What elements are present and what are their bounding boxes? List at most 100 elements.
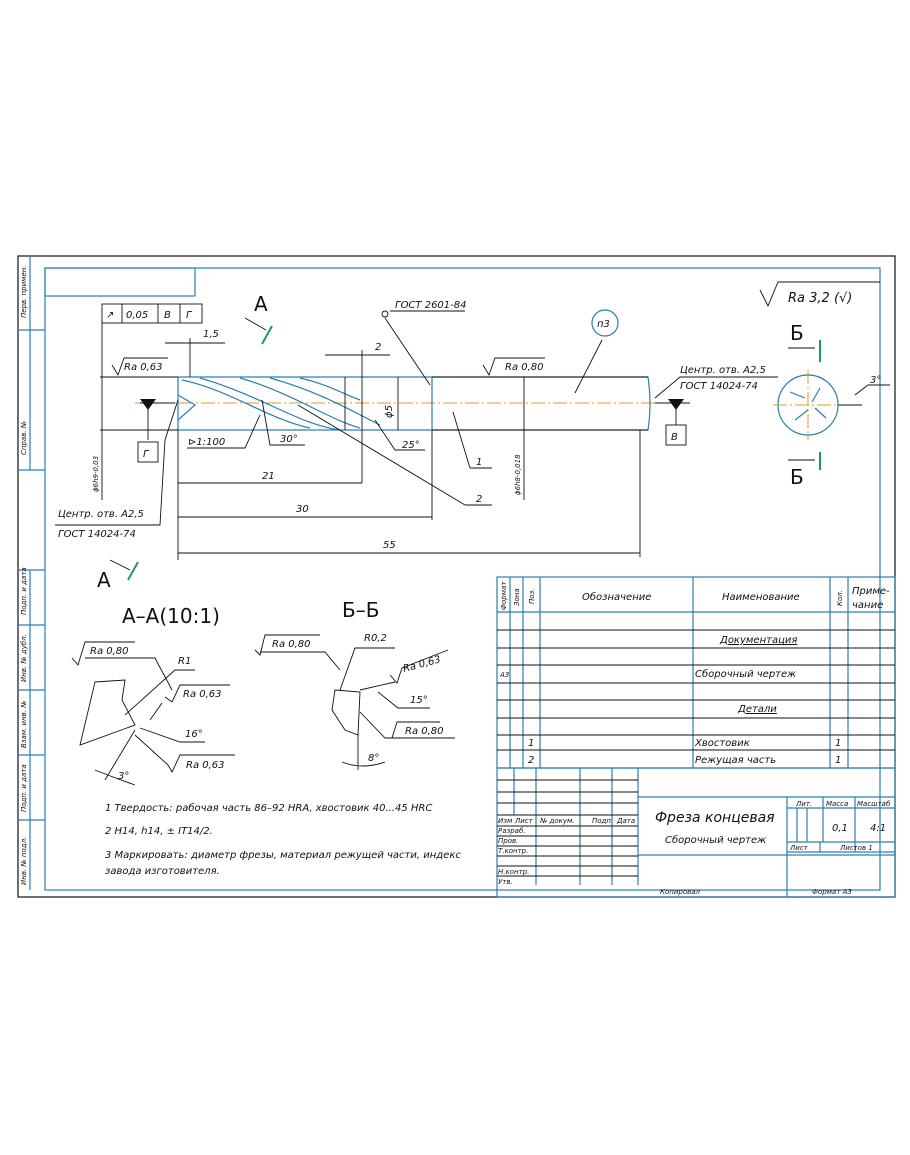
datum-ref: Г — [186, 310, 193, 321]
stamp-label: Инв. № подл. — [20, 837, 28, 885]
dim: 30 — [296, 504, 309, 515]
column-header: Обозначение — [582, 591, 651, 603]
roughness-label: Ra 0,63 — [402, 654, 442, 675]
tolerance-value: 0,05 — [126, 310, 148, 321]
section-a-label-bottom: A — [97, 568, 111, 592]
stamp-label: Взам. инв. № — [20, 700, 28, 748]
angle-label: 16° — [185, 729, 203, 740]
note-ref-bubble — [591, 309, 619, 337]
section-title: Б–Б — [342, 598, 379, 622]
stamp-label: Справ. № — [20, 421, 28, 455]
table-cell: 2 — [528, 755, 534, 766]
datum-triangle-icon — [140, 399, 156, 410]
dim: 2 — [375, 342, 381, 353]
roughness-symbol-icon — [759, 281, 880, 308]
diameter-label: ϕ6h8-0,018 — [514, 454, 522, 495]
table-cell: 1 — [835, 755, 841, 766]
table-cell: Детали — [737, 704, 777, 715]
datum-label: В — [671, 432, 678, 443]
note: 3 Маркировать: диаметр фрезы, материал р… — [105, 850, 461, 861]
roughness-label: Ra 0,63 — [183, 689, 222, 700]
column-header: Формат — [500, 581, 508, 610]
section-a-label: A — [254, 292, 268, 316]
end-view: Б Б 3° — [773, 321, 890, 489]
gost-label: ГОСТ 2601-84 — [395, 300, 467, 311]
column-header: Поз. — [528, 589, 536, 605]
angle-label: 3° — [118, 771, 129, 782]
document-type: Сборочный чертеж — [665, 834, 766, 846]
angle-label: 25° — [402, 440, 420, 451]
table-cell: Документация — [719, 635, 797, 646]
diameter-label: ϕ5 — [384, 405, 395, 418]
note: 2 H14, h14, ± IT14/2. — [105, 826, 213, 837]
stamp-label: Перв. примен. — [20, 265, 28, 318]
center-hole-label: Центр. отв. A2,5 — [58, 509, 144, 520]
datum-label: Г — [143, 449, 150, 460]
general-roughness: Ra 3,2 (√) — [788, 291, 852, 306]
section-aa: A–A(10:1) Ra 0,80 R1 Ra 0,63 16° Ra 0,63… — [71, 604, 235, 786]
row-label: Утв. — [498, 878, 513, 886]
row-label: Пров. — [498, 837, 518, 845]
position-label: 2 — [476, 494, 482, 505]
column-label: № докум. — [539, 817, 575, 825]
column-header: Зона — [513, 588, 521, 606]
center-hole-label: ГОСТ 14024-74 — [680, 381, 758, 392]
datum-ref: В — [164, 310, 171, 321]
dimension-lines — [55, 310, 778, 560]
note: 1 Твердость: рабочая часть 86–92 HRA, хв… — [105, 802, 432, 814]
roughness-label: Ra 0,63 — [186, 760, 225, 771]
taper-label: ⊳1:100 — [188, 437, 225, 448]
section-title: A–A(10:1) — [122, 604, 220, 628]
table-cell: 1 — [528, 738, 534, 749]
table-cell: Хвостовик — [694, 738, 750, 749]
specification-table: Формат Зона Поз. Обозначение Наименовани… — [496, 576, 896, 769]
side-stamp: Перв. примен. Справ. № Подп. и дата Инв.… — [20, 265, 28, 885]
table-cell: Сборочный чертеж — [695, 668, 796, 680]
radius-label: R1 — [178, 656, 191, 667]
stamp-label: Подп. и дата — [20, 567, 28, 615]
angle-label: 30° — [280, 434, 298, 445]
stamp-label: Инв. № дубл. — [20, 634, 28, 682]
sheets-label: Листов 1 — [839, 844, 873, 852]
tolerance-frame: ↗ 0,05 В Г — [101, 303, 203, 500]
row-label: Н.контр. — [498, 868, 529, 876]
table-cell: A3 — [499, 671, 509, 679]
dim: 21 — [262, 471, 275, 482]
roughness-label: Ra 0,63 — [124, 362, 163, 373]
note: завода изготовителя. — [105, 866, 220, 877]
angle-label: 3° — [870, 375, 881, 386]
roughness-label: Ra 0,80 — [505, 362, 544, 373]
sheet-label: Лист — [789, 844, 809, 852]
section-b-label: Б — [790, 321, 804, 345]
roughness-label: Ra 0,80 — [90, 646, 129, 657]
dim: 55 — [383, 540, 396, 551]
column-label: Лист — [514, 817, 534, 825]
row-label: Разраб. — [498, 827, 526, 835]
roughness-label: Ra 0,80 — [272, 639, 311, 650]
stamp-label: Подп. и дата — [20, 764, 28, 812]
column-header: Наименование — [722, 592, 800, 603]
table-cell: 1 — [835, 738, 841, 749]
cutter-main-view — [135, 376, 665, 431]
angle-label: 15° — [410, 695, 428, 706]
main-view-annotations: 1,5 2 ГОСТ 2601-84 Ra 0,63 Ra 0,80 п3 Це… — [58, 300, 766, 551]
column-label: Дата — [616, 817, 635, 825]
row-label: Т.контр. — [498, 847, 528, 855]
section-b-label: Б — [790, 465, 804, 489]
title-block: Изм Лист № докум. Подп. Дата Разраб. Про… — [496, 767, 896, 898]
column-label: Изм — [498, 817, 513, 825]
angle-label: 8° — [368, 753, 379, 764]
column-header: Приме- — [852, 586, 890, 597]
position-label: 1 — [476, 457, 482, 468]
table-cell: Режущая часть — [695, 755, 776, 766]
diameter-label: ϕ6h9-0,03 — [92, 456, 100, 492]
runout-icon: ↗ — [106, 310, 114, 321]
column-label: Подп. — [592, 817, 613, 825]
mass-label: Масса — [826, 800, 848, 808]
column-header: Кол. — [836, 590, 844, 606]
format-label: Формат A3 — [812, 888, 852, 896]
inner-frame — [18, 256, 881, 891]
center-hole-label: Центр. отв. A2,5 — [680, 365, 766, 376]
mass-value: 0,1 — [832, 823, 848, 834]
